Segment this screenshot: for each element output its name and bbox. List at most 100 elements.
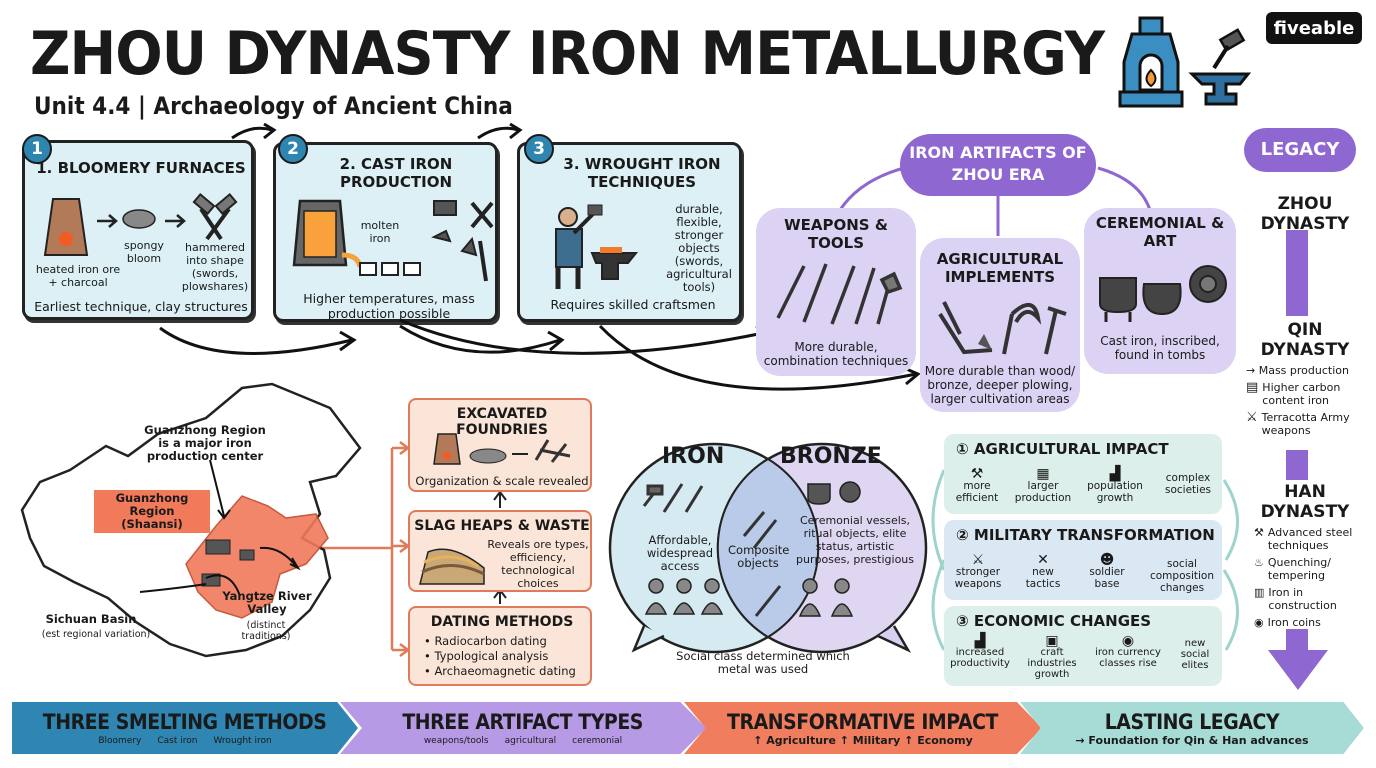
bloomery-process-icon <box>43 192 238 256</box>
step-title: 3. WROUGHT IRON TECHNIQUES <box>563 155 721 191</box>
legacy-header: LEGACY <box>1244 128 1356 172</box>
map-note-sichuan: (est regional variation) <box>41 629 151 640</box>
impact-step: ⚒more efficient <box>952 466 1002 504</box>
impact-step: complex societies <box>1164 472 1211 496</box>
band-title: THREE SMELTING METHODS <box>43 710 327 734</box>
step-label: heated iron ore + charcoal <box>35 263 121 289</box>
legacy-bar <box>1286 230 1308 316</box>
impact-step: new social elites <box>1180 638 1210 671</box>
soldiers-icon: ☻ <box>1099 552 1115 568</box>
step-number-badge: 2 <box>278 134 308 164</box>
venn-center-text: Composite objects <box>728 543 790 570</box>
page-subtitle: Unit 4.4 | Archaeology of Ancient China <box>34 92 513 120</box>
briefcase-icon: ▣ <box>1045 633 1059 649</box>
band-legacy: LASTING LEGACY → Foundation for Qin & Ha… <box>1020 702 1364 754</box>
artifact-title: CEREMONIAL & ART <box>1095 214 1225 250</box>
step-label: durable, flexible, stronger objects (swo… <box>666 202 732 294</box>
grain-icon: ▦ <box>1036 466 1050 482</box>
artifact-ceremonial-card: CEREMONIAL & ART Cast iron, inscribed, f… <box>1084 208 1236 374</box>
impact-step: ✕new tactics <box>1018 553 1068 594</box>
coins-icon: ◉ <box>1121 633 1135 649</box>
artifact-agricultural-card: AGRICULTURAL IMPLEMENTS More durable tha… <box>920 238 1080 412</box>
step-label: spongy bloom <box>124 239 164 265</box>
band-sub-item: ceremonial <box>572 736 623 746</box>
impact-step: ▦larger production <box>1014 466 1072 504</box>
legacy-arrow-head <box>1268 650 1328 690</box>
band-title: LASTING LEGACY <box>1104 709 1280 734</box>
evidence-text: Reveals ore types, efficiency, technolog… <box>487 538 589 590</box>
growth-chart-icon: ▟ <box>1109 466 1121 482</box>
map-region-label: Guanzhong Region (Shaansi) <box>94 490 210 533</box>
dating-item: • Typological analysis <box>424 649 549 663</box>
slag-layers-icon <box>419 548 485 585</box>
impact-chain: ⚔stronger weapons ✕new tactics ☻soldier … <box>952 552 1218 594</box>
steel-icon: ⚒ <box>1254 526 1264 539</box>
tools-icon: ⚒ <box>970 466 984 482</box>
band-sub-item: weapons/tools <box>423 736 489 746</box>
band-sub-item: → Foundation for Qin & Han advances <box>1075 733 1309 747</box>
step-caption: Higher temperatures, mass production pos… <box>303 291 475 321</box>
plow-sickle-icon <box>938 301 1067 355</box>
step-bloomery-card: 1. BLOOMERY FURNACES heated iron ore + c… <box>22 140 254 320</box>
artifact-caption: Cast iron, inscribed, found in tombs <box>1100 334 1220 362</box>
impact-title: ① AGRICULTURAL IMPACT <box>956 440 1169 458</box>
venn-caption: Social class determined which metal was … <box>676 649 850 676</box>
step-cast-iron-card: 2. CAST IRON PRODUCTION molten iron High… <box>273 142 498 322</box>
evidence-text: Organization & scale revealed <box>415 474 589 488</box>
step-caption: Requires skilled craftsmen <box>550 297 716 312</box>
foundry-icon <box>433 433 571 465</box>
artifact-caption: More durable, combination techniques <box>763 340 909 368</box>
impact-chain: ⚒more efficient ▦larger production ▟popu… <box>952 466 1218 504</box>
legacy-item: Higher carbon content iron <box>1262 381 1341 407</box>
impact-title: ③ ECONOMIC CHANGES <box>956 612 1152 630</box>
impact-step: ⚔stronger weapons <box>952 553 1004 594</box>
legacy-dynasty-qin: QIN DYNASTY <box>1250 320 1360 360</box>
evidence-dating-card: DATING METHODS • Radiocarbon dating • Ty… <box>408 606 592 686</box>
sword-icon: ⚔ <box>1246 410 1258 425</box>
legacy-item: Advanced steel techniques <box>1267 526 1353 552</box>
band-sub-item: ↑ Agriculture ↑ Military ↑ Economy <box>753 733 973 747</box>
impact-step: ▟increased productivity <box>950 633 1010 669</box>
band-sub-item: Bloomery <box>98 736 142 746</box>
legacy-han-items: ⚒Advanced steel techniques ♨Quenching/ t… <box>1254 526 1372 629</box>
artifact-weapons-card: WEAPONS & TOOLS More durable, combinatio… <box>756 208 916 376</box>
dating-item: • Radiocarbon dating <box>424 634 547 648</box>
legacy-item: Terracotta Army weapons <box>1261 411 1350 437</box>
venn-bronze-text: Ceremonial vessels, ritual objects, elit… <box>795 514 914 566</box>
legacy-dynasty-zhou: ZHOU DYNASTY <box>1260 194 1350 234</box>
venn-label-iron: IRON <box>662 444 725 469</box>
band-sub-item: Cast iron <box>157 736 198 746</box>
evidence-slag-card: SLAG HEAPS & WASTE Reveals ore types, ef… <box>408 510 592 592</box>
impact-step: ▟population growth <box>1084 466 1146 504</box>
weapons-tools-icon <box>776 263 903 325</box>
map-callout: Guanzhong Region is a major iron product… <box>144 423 266 463</box>
evidence-title: EXCAVATED FOUNDRIES <box>456 406 548 438</box>
legacy-qin-items: → Mass production ▤Higher carbon content… <box>1246 364 1370 437</box>
artifact-title: WEAPONS & TOOLS <box>784 216 888 252</box>
impact-economic-card: ③ ECONOMIC CHANGES ▟increased productivi… <box>944 606 1222 686</box>
quench-icon: ♨ <box>1254 556 1264 569</box>
impact-military-card: ② MILITARY TRANSFORMATION ⚔stronger weap… <box>944 520 1222 600</box>
band-sub-item: agricultural <box>504 736 557 746</box>
map-label-sichuan: Sichuan Basin <box>45 612 137 626</box>
evidence-title: SLAG HEAPS & WASTE <box>414 518 590 534</box>
band-artifacts: THREE ARTIFACT TYPES weapons/tools agric… <box>340 702 706 754</box>
iron-bronze-venn <box>608 442 928 654</box>
dating-list: • Radiocarbon dating • Typological analy… <box>424 634 594 679</box>
impact-step: ▣craft industries growth <box>1020 633 1084 680</box>
cast-iron-foundry-icon <box>292 199 494 282</box>
legacy-bar <box>1286 450 1308 480</box>
ceremonial-vessels-icon <box>1099 265 1227 322</box>
step-label: hammered into shape (swords, plowshares) <box>181 241 249 293</box>
brand-logo[interactable]: fiveable <box>1266 12 1362 44</box>
furnace-anvil-icon <box>1118 16 1252 108</box>
impact-step: ◉iron currency classes rise <box>1095 633 1161 669</box>
band-sub-item: Wrought iron <box>213 736 272 746</box>
evidence-foundries-card: EXCAVATED FOUNDRIES Organization & scale… <box>408 398 592 492</box>
artifacts-header: IRON ARTIFACTS OF ZHOU ERA <box>900 134 1096 196</box>
legacy-item: Iron coins <box>1267 616 1321 629</box>
step-number-badge: 3 <box>524 134 554 164</box>
band-impact: TRANSFORMATIVE IMPACT ↑ Agriculture ↑ Mi… <box>684 702 1042 754</box>
page-title: ZHOU DYNASTY IRON METALLURGY <box>30 19 1105 89</box>
